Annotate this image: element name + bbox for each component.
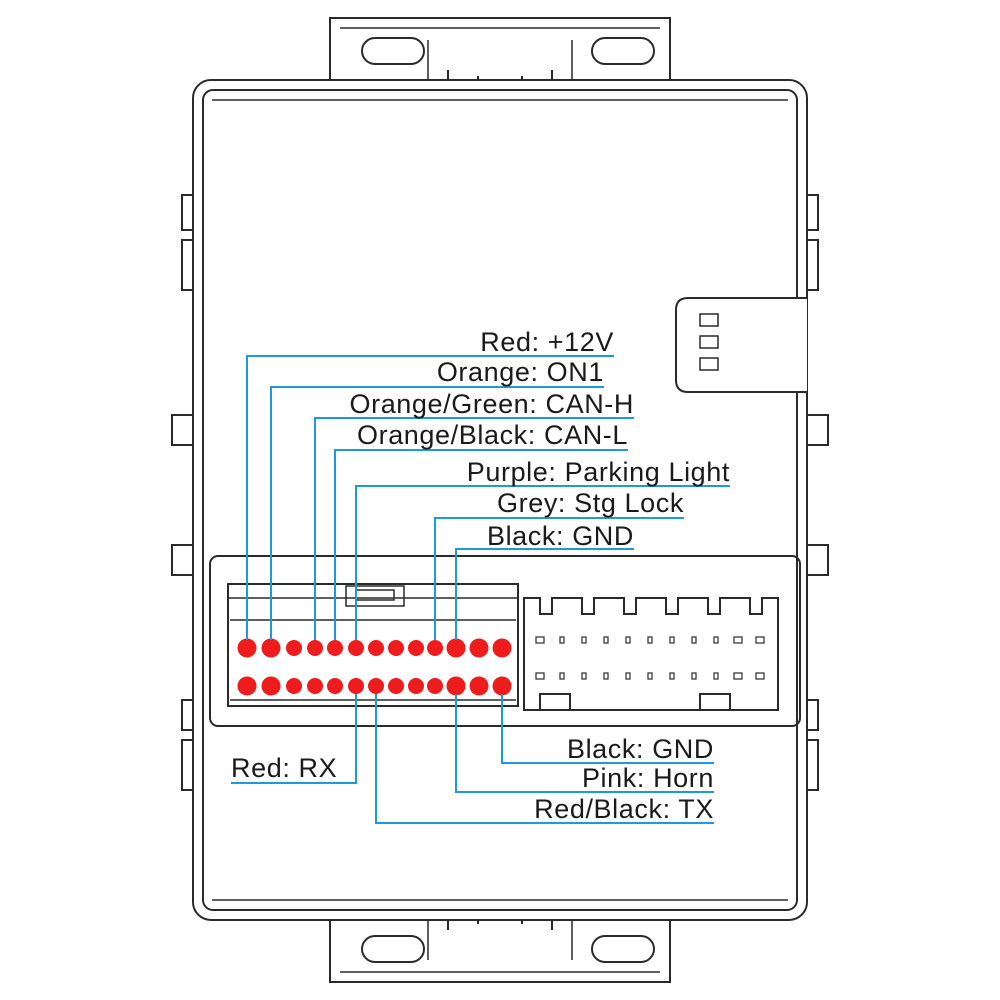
pin-row1-10 bbox=[427, 640, 443, 656]
secondary-pin-2-2 bbox=[559, 672, 565, 680]
leader-orange-black bbox=[334, 449, 628, 640]
pin-row2-10 bbox=[427, 678, 443, 694]
pin-row2-5 bbox=[327, 678, 343, 694]
label-purple-parking-light: Purple: Parking Light bbox=[467, 457, 730, 487]
label-orange-black-canl: Orange/Black: CAN-L bbox=[357, 420, 628, 450]
leader-grey-stg-lock bbox=[434, 517, 684, 640]
pin-row2-2 bbox=[261, 676, 281, 696]
label-orange-on1: Orange: ON1 bbox=[437, 357, 604, 387]
pin-row1-3 bbox=[286, 640, 302, 656]
pin-row2-8 bbox=[388, 678, 404, 694]
secondary-pin-2-1 bbox=[535, 672, 545, 680]
pin-row1-1 bbox=[237, 638, 257, 658]
label-pink-horn: Pink: Horn bbox=[582, 763, 714, 793]
pin-row2-9 bbox=[408, 678, 424, 694]
leader-purple-parking bbox=[355, 485, 730, 640]
pin-row2-12 bbox=[469, 676, 489, 696]
leader-orange-green bbox=[314, 417, 634, 640]
secondary-connector bbox=[523, 597, 779, 711]
secondary-pin-1-10 bbox=[733, 636, 743, 644]
secondary-pin-2-4 bbox=[603, 672, 609, 680]
label-orange-green-canh: Orange/Green: CAN-H bbox=[350, 389, 635, 419]
connector-panel bbox=[209, 555, 801, 727]
label-red-black-tx: Red/Black: TX bbox=[534, 794, 714, 824]
leader-black-gnd-bot bbox=[501, 694, 714, 764]
pin-row1-2 bbox=[261, 638, 281, 658]
pin-row2-3 bbox=[286, 678, 302, 694]
secondary-pin-1-2 bbox=[559, 636, 565, 644]
secondary-pin-2-3 bbox=[581, 672, 587, 680]
pin-row2-6 bbox=[348, 678, 364, 694]
leader-red-12v bbox=[246, 355, 614, 640]
secondary-pin-2-5 bbox=[625, 672, 631, 680]
pin-row1-8 bbox=[388, 640, 404, 656]
secondary-pin-2-6 bbox=[647, 672, 653, 680]
leader-orange-on1 bbox=[270, 386, 604, 640]
leader-red-rx bbox=[231, 694, 357, 784]
leader-red-black-tx bbox=[375, 694, 714, 824]
label-grey-stg-lock: Grey: Stg Lock bbox=[497, 488, 684, 518]
label-red-rx: Red: RX bbox=[231, 753, 337, 783]
main-connector bbox=[227, 583, 519, 707]
pin-row1-6 bbox=[348, 640, 364, 656]
bottom-left-slot-icon bbox=[361, 935, 425, 963]
top-left-slot-icon bbox=[361, 37, 425, 65]
secondary-pin-1-8 bbox=[691, 636, 697, 644]
label-black-gnd-bottom: Black: GND bbox=[567, 734, 714, 764]
label-black-gnd-top: Black: GND bbox=[487, 521, 634, 551]
pin-row2-7 bbox=[368, 678, 384, 694]
secondary-pin-1-9 bbox=[713, 636, 719, 644]
pin-row1-4 bbox=[307, 640, 323, 656]
secondary-pin-1-4 bbox=[603, 636, 609, 644]
secondary-pin-2-7 bbox=[669, 672, 675, 680]
status-led-icon bbox=[675, 297, 807, 393]
pin-row1-7 bbox=[368, 640, 384, 656]
secondary-pin-2-8 bbox=[691, 672, 697, 680]
secondary-pin-2-11 bbox=[755, 672, 765, 680]
secondary-pin-1-3 bbox=[581, 636, 587, 644]
bottom-right-slot-icon bbox=[591, 935, 655, 963]
secondary-pin-1-5 bbox=[625, 636, 631, 644]
pin-row1-13 bbox=[492, 638, 512, 658]
leader-lines bbox=[231, 355, 730, 824]
bottom-mounting-bracket bbox=[329, 907, 671, 983]
leader-black-gnd-top bbox=[455, 548, 634, 640]
wire-labels: Red: +12V Orange: ON1 Orange/Green: CAN-… bbox=[231, 327, 730, 824]
secondary-pin-1-7 bbox=[669, 636, 675, 644]
pin-row1-12 bbox=[469, 638, 489, 658]
leader-pink-horn bbox=[455, 694, 714, 793]
connector-pins bbox=[237, 638, 512, 696]
secondary-pin-1-1 bbox=[535, 636, 545, 644]
pin-row2-1 bbox=[237, 676, 257, 696]
top-right-slot-icon bbox=[591, 37, 655, 65]
pin-row1-9 bbox=[408, 640, 424, 656]
secondary-pin-2-10 bbox=[733, 672, 743, 680]
label-red-12v: Red: +12V bbox=[480, 327, 614, 357]
secondary-pin-2-9 bbox=[713, 672, 719, 680]
pin-row2-4 bbox=[307, 678, 323, 694]
secondary-pin-1-11 bbox=[755, 636, 765, 644]
pin-row1-5 bbox=[327, 640, 343, 656]
pin-row2-13 bbox=[492, 676, 512, 696]
pin-row2-11 bbox=[446, 676, 466, 696]
secondary-pin-1-6 bbox=[647, 636, 653, 644]
pin-row1-11 bbox=[446, 638, 466, 658]
